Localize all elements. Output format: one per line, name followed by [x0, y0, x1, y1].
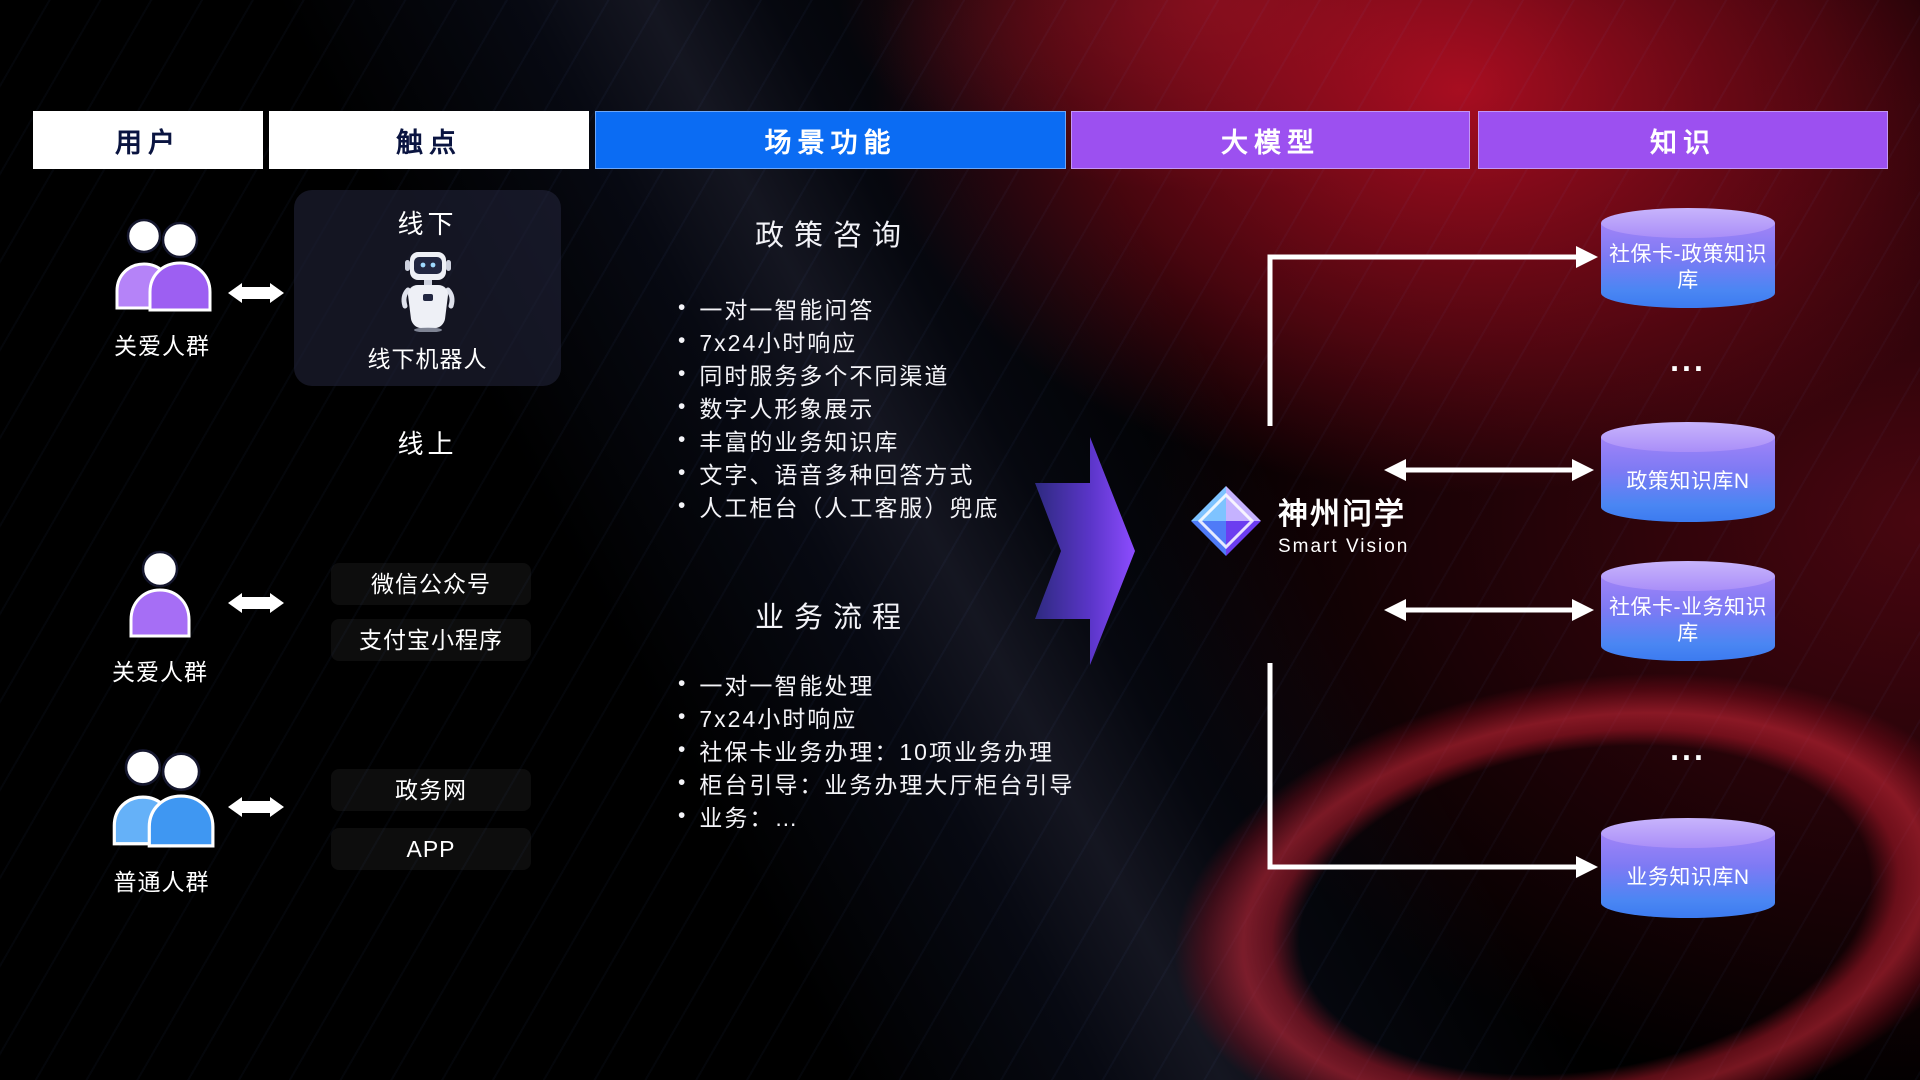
- feature-text: 文字、语音多种回答方式: [699, 461, 975, 488]
- flow-arrow-right: [1035, 431, 1137, 676]
- cylinder-top: [1601, 818, 1775, 848]
- people-group-purple-icon: [98, 212, 226, 317]
- knowledge-db-label: 业务知识库N: [1626, 866, 1750, 889]
- scenario-title-policy: 政策咨询: [754, 220, 911, 252]
- user-group-general: 普通人群: [84, 742, 239, 897]
- feature-text: 人工柜台（人工客服）兜底: [699, 494, 1000, 521]
- person-purple-icon: [122, 546, 198, 643]
- brand-subtitle: Smart Vision: [1278, 536, 1410, 557]
- bullet-dot-icon: •: [678, 295, 688, 319]
- scenario-title-business: 业务流程: [754, 602, 911, 634]
- feature-bullet-item: • 柜台引导：业务办理大厅柜台引导: [678, 766, 1074, 799]
- feature-text: 7x24小时响应: [699, 329, 858, 356]
- offline-robot-card: 线下 线下机器人: [294, 190, 561, 386]
- bullet-dot-icon: •: [678, 737, 688, 761]
- knowledge-ellipsis: ...: [1670, 342, 1706, 378]
- double-arrow-icon: [227, 592, 285, 614]
- bullet-dot-icon: •: [678, 328, 688, 352]
- offline-title: 线下: [397, 209, 458, 239]
- people-group-blue-icon: [92, 742, 232, 853]
- feature-text: 丰富的业务知识库: [699, 428, 900, 455]
- knowledge-db-label: 政策知识库N: [1626, 470, 1750, 493]
- knowledge-db-cylinder: 政策知识库N: [1601, 422, 1775, 522]
- model-brand: 神州问学 Smart Vision: [1188, 483, 1409, 564]
- bullet-dot-icon: •: [678, 460, 688, 484]
- feature-bullet-item: • 7x24小时响应: [678, 324, 999, 357]
- feature-text: 7x24小时响应: [699, 705, 858, 732]
- cylinder-top: [1601, 561, 1775, 591]
- feature-bullet-item: • 数字人形象展示: [678, 390, 999, 423]
- bullet-dot-icon: •: [678, 361, 688, 385]
- feature-bullet-item: • 7x24小时响应: [678, 700, 1074, 733]
- offline-robot-caption: 线下机器人: [367, 346, 488, 372]
- column-header-knowledge: 知识: [1478, 111, 1888, 169]
- knowledge-db-cylinder: 业务知识库N: [1601, 818, 1775, 918]
- cylinder-top: [1601, 422, 1775, 452]
- user-group-care-2: 关爱人群: [100, 546, 220, 687]
- feature-text: 一对一智能问答: [699, 296, 875, 323]
- feature-bullet-item: • 人工柜台（人工客服）兜底: [678, 489, 999, 522]
- feature-text: 业务：…: [699, 804, 800, 831]
- feature-bullet-item: • 一对一智能问答: [678, 291, 999, 324]
- feature-bullet-item: • 社保卡业务办理：10项业务办理: [678, 733, 1074, 766]
- user-group-label: 关爱人群: [114, 333, 210, 359]
- online-section-label: 线上: [397, 429, 458, 459]
- column-header-touchpoints: 触点: [269, 111, 589, 169]
- feature-bullet-item: • 一对一智能处理: [678, 667, 1074, 700]
- feature-bullet-item: • 丰富的业务知识库: [678, 423, 999, 456]
- bullet-dot-icon: •: [678, 803, 688, 827]
- feature-bullet-item: • 业务：…: [678, 799, 1074, 832]
- user-group-label: 普通人群: [113, 869, 210, 895]
- touchpoint-app: APP: [331, 828, 531, 870]
- feature-text: 柜台引导：业务办理大厅柜台引导: [699, 771, 1075, 798]
- feature-bullet-item: • 文字、语音多种回答方式: [678, 456, 999, 489]
- touchpoint-alipay-miniapp: 支付宝小程序: [331, 619, 531, 661]
- brand-text: 神州问学 Smart Vision: [1278, 489, 1409, 558]
- column-header-scenarios: 场景功能: [595, 111, 1066, 169]
- double-arrow-icon: [227, 796, 285, 818]
- column-header-users: 用户: [33, 111, 263, 169]
- touchpoint-wechat: 微信公众号: [331, 563, 531, 605]
- brand-diamond-logo-icon: [1188, 483, 1264, 564]
- column-header-model: 大模型: [1071, 111, 1470, 169]
- user-group-label: 关爱人群: [112, 659, 208, 685]
- feature-text: 社保卡业务办理：10项业务办理: [699, 738, 1054, 765]
- bullet-dot-icon: •: [678, 394, 688, 418]
- feature-bullet-item: • 同时服务多个不同渠道: [678, 357, 999, 390]
- touchpoint-gov-web: 政务网: [331, 769, 531, 811]
- knowledge-db-label: 社保卡-政策知识库: [1609, 243, 1767, 292]
- bullet-dot-icon: •: [678, 770, 688, 794]
- business-feature-list: • 一对一智能处理 • 7x24小时响应 • 社保卡业务办理：10项业务办理 • 柜台引…: [678, 667, 1074, 832]
- bullet-dot-icon: •: [678, 427, 688, 451]
- feature-text: 数字人形象展示: [699, 395, 875, 422]
- feature-text: 一对一智能处理: [699, 672, 875, 699]
- bullet-dot-icon: •: [678, 671, 688, 695]
- robot-icon: [396, 244, 460, 337]
- user-group-care-1: 关爱人群: [92, 212, 232, 361]
- knowledge-db-cylinder: 社保卡-业务知识库: [1601, 561, 1775, 661]
- bullet-dot-icon: •: [678, 704, 688, 728]
- knowledge-db-cylinder: 社保卡-政策知识库: [1601, 208, 1775, 308]
- brand-name: 神州问学: [1278, 498, 1406, 531]
- bullet-dot-icon: •: [678, 493, 688, 517]
- policy-feature-list: •一对一智能问答 •7x24小时响应 •同时服务多个不同渠道 •数字人形象展示 …: [678, 291, 999, 522]
- feature-text: 同时服务多个不同渠道: [699, 362, 950, 389]
- double-arrow-icon: [227, 282, 285, 304]
- cylinder-top: [1601, 208, 1775, 238]
- knowledge-db-label: 社保卡-业务知识库: [1609, 596, 1767, 645]
- knowledge-ellipsis: ...: [1670, 731, 1706, 767]
